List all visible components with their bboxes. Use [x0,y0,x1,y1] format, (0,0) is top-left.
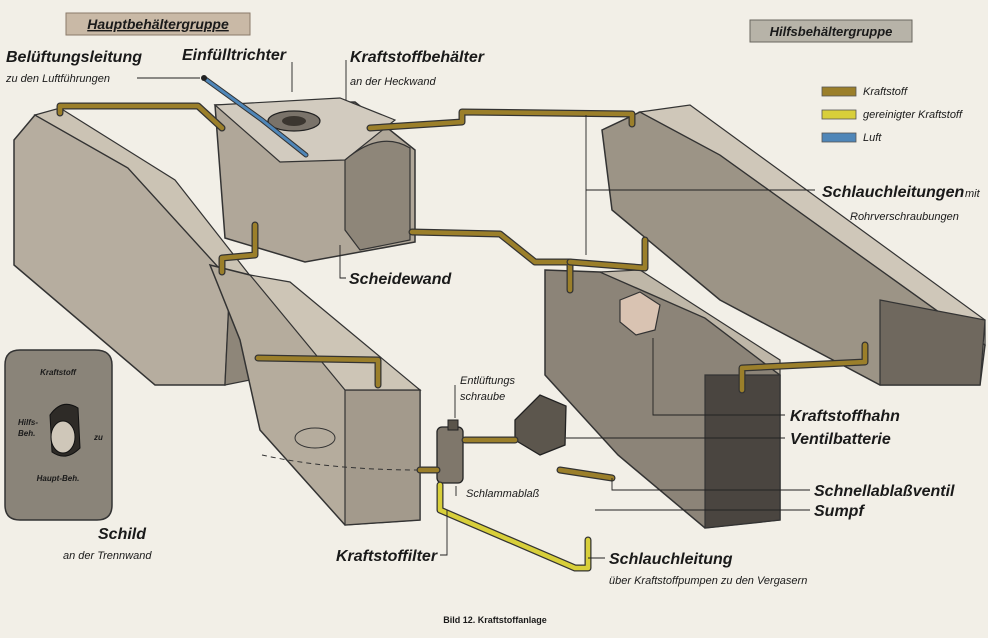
label-vent-screw-2: schraube [460,391,505,403]
label-hoses-mit: mit [965,188,981,200]
main-tank-center [208,263,422,526]
label-fuel-tap: Kraftstoffhahn [790,408,900,425]
label-partition: Scheidewand [349,271,452,288]
label-quick-drain: Schnellablaßventil [814,483,955,500]
svg-text:Hilfs-: Hilfs- [18,418,38,427]
svg-text:Luft: Luft [863,132,882,144]
legend: Kraftstoff gereinigter Kraftstoff Luft [821,86,963,144]
svg-text:zu: zu [93,433,103,442]
valve-battery-icon [514,394,567,456]
svg-text:gereinigter Kraftstoff: gereinigter Kraftstoff [863,109,963,121]
legend-swatch-clean-fuel [821,109,857,120]
clean-fuel-line [436,481,592,572]
label-fuel-filter: Kraftstoffilter [336,548,438,565]
label-tank-sub: an der Heckwand [350,76,436,88]
label-sign: Schild [98,526,147,543]
aux-tank-right [601,104,986,386]
label-hoses-sub: Rohrverschraubungen [850,211,959,223]
main-tank-heck [213,97,416,263]
aux-group-title: Hilfsbehältergruppe [749,19,913,43]
label-tank: Kraftstoffbehälter [350,49,485,66]
label-funnel: Einfülltrichter [182,47,287,64]
label-valve-battery: Ventilbatterie [790,431,891,448]
label-hoses: Schlauchleitungen [822,184,964,201]
leader-lines [137,60,815,559]
sign-plate: Kraftstoff Hilfs- Beh. zu Haupt-Beh. [4,349,113,521]
label-sump: Sumpf [814,503,865,520]
label-sign-sub: an der Trennwand [63,550,152,562]
figure-caption: Bild 12. Kraftstoffanlage [443,615,547,625]
label-hose-line-sub: über Kraftstoffpumpen zu den Vergasern [609,575,807,587]
svg-text:Kraftstoff: Kraftstoff [40,368,77,377]
label-vent-screw-1: Entlüftungs [460,375,516,387]
svg-text:Beh.: Beh. [18,429,35,438]
legend-swatch-fuel [821,86,857,97]
label-vent-line-sub: zu den Luftführungen [5,73,110,85]
main-group-title: Hauptbehältergruppe [65,12,251,36]
air-line [201,75,309,158]
label-vent-line: Belüftungsleitung [6,49,142,66]
fuel-tap-icon [619,291,661,336]
label-hose-line: Schlauchleitung [609,551,733,568]
svg-text:Haupt-Beh.: Haupt-Beh. [37,474,80,483]
fuel-filter-icon [436,419,464,484]
legend-swatch-air [821,132,857,143]
fuel-lines [56,102,869,482]
svg-text:Hilfsbehältergruppe: Hilfsbehältergruppe [770,24,893,39]
svg-text:Kraftstoff: Kraftstoff [863,86,908,98]
svg-text:Hauptbehältergruppe: Hauptbehältergruppe [87,16,229,32]
label-sludge: Schlammablaß [466,488,540,500]
